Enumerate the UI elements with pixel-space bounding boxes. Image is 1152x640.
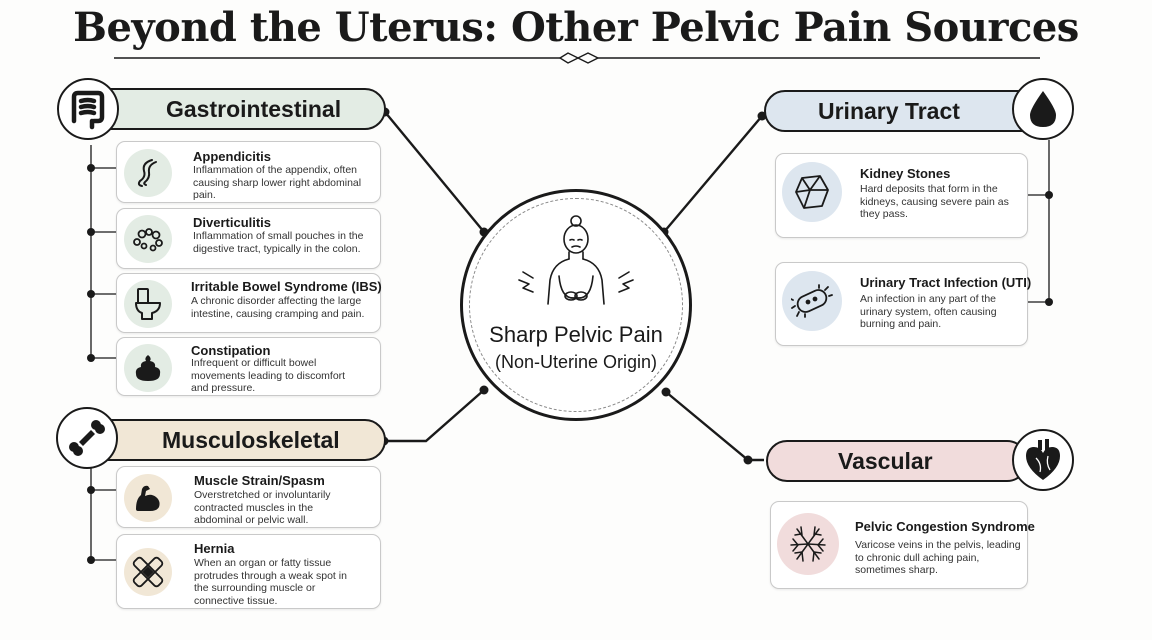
stool-icon-bubble: [124, 344, 172, 392]
colon-pouches-icon: [133, 228, 163, 252]
item-description: Varicose veins in the pelvis, leading to…: [855, 539, 1021, 576]
toilet-icon: [135, 288, 161, 320]
intestine-icon: [71, 90, 105, 130]
gastrointestinal-header: Gastrointestinal: [86, 88, 386, 130]
bandage-icon: [132, 556, 164, 588]
item-title: Constipation: [191, 343, 271, 358]
crystal-icon-bubble: [782, 162, 842, 222]
uti-card: Urinary Tract Infection (UTI) An infecti…: [775, 262, 1032, 346]
item-description: A chronic disorder affecting the large i…: [191, 295, 365, 320]
diverticulitis-card: Diverticulitis Inflammation of small pou…: [116, 208, 381, 269]
item-title: Urinary Tract Infection (UTI): [860, 275, 1032, 290]
bone-icon: [69, 420, 105, 456]
flexed-arm-icon: [136, 485, 160, 511]
kidney-stones-card: Kidney Stones Hard deposits that form in…: [775, 153, 1028, 238]
item-title: Appendicitis: [193, 149, 272, 164]
heart-icon: [1026, 439, 1060, 480]
muscle-strain-card: Muscle Strain/Spasm Overstretched or inv…: [116, 466, 381, 528]
page-title: Beyond the Uterus: Other Pelvic Pain Sou…: [73, 4, 1079, 51]
item-description: Inflammation of the appendix, often caus…: [193, 164, 362, 201]
vascular-icon-bubble: [1012, 429, 1074, 491]
gastrointestinal-icon-bubble: [57, 78, 119, 140]
item-title: Hernia: [194, 541, 235, 556]
crystal-icon: [795, 175, 829, 209]
appendicitis-card: Appendicitis Inflammation of the appendi…: [116, 141, 381, 203]
musculoskeletal-label: Musculoskeletal: [162, 426, 340, 453]
item-description: Infrequent or difficult bowel movements …: [191, 357, 346, 394]
musculoskeletal-header: Musculoskeletal: [86, 419, 386, 461]
colon-pouches-icon-bubble: [124, 215, 172, 263]
bandage-icon-bubble: [124, 548, 172, 596]
item-title: Muscle Strain/Spasm: [194, 473, 325, 488]
center-title: Sharp Pelvic Pain: [489, 322, 663, 347]
item-description: An infection in any part of the urinary …: [860, 293, 997, 330]
woman-pain-icon: [518, 215, 634, 305]
urinary-header: Urinary Tract: [764, 90, 1044, 132]
appendix-icon-bubble: [124, 149, 172, 197]
central-condition-circle: Sharp Pelvic Pain (Non-Uterine Origin): [460, 189, 692, 421]
item-title: Diverticulitis: [193, 215, 272, 230]
toilet-icon-bubble: [124, 280, 172, 328]
item-description: When an organ or fatty tissue protrudes …: [194, 557, 347, 607]
flexed-arm-icon-bubble: [124, 474, 172, 522]
center-subtitle: (Non-Uterine Origin): [494, 352, 658, 372]
musculoskeletal-icon-bubble: [56, 407, 118, 469]
item-description: Hard deposits that form in the kidneys, …: [860, 183, 1009, 220]
hernia-card: Hernia When an organ or fatty tissue pro…: [116, 534, 381, 609]
urinary-icon-bubble: [1012, 78, 1074, 140]
veins-icon: [790, 526, 826, 562]
bacteria-icon-bubble: [782, 271, 842, 331]
item-title: Pelvic Congestion Syndrome: [855, 519, 1035, 534]
vascular-header: Vascular: [766, 440, 1028, 482]
ibs-card: Irritable Bowel Syndrome (IBS) A chronic…: [116, 273, 382, 333]
item-description: Overstretched or involuntarily contracte…: [194, 489, 331, 526]
droplet-icon: [1030, 91, 1056, 127]
gastrointestinal-label: Gastrointestinal: [166, 95, 342, 122]
vascular-label: Vascular: [838, 447, 933, 474]
center-inner-ring: [469, 198, 683, 412]
item-title: Kidney Stones: [860, 166, 951, 181]
pelvic-congestion-card: Pelvic Congestion Syndrome Varicose vein…: [770, 501, 1035, 589]
item-title: Irritable Bowel Syndrome (IBS): [191, 279, 382, 294]
urinary-label: Urinary Tract: [818, 97, 960, 124]
veins-icon-bubble: [777, 513, 839, 575]
stool-icon: [135, 355, 161, 381]
bacteria-icon: [791, 284, 833, 318]
appendix-icon: [137, 159, 157, 187]
item-description: Inflammation of small pouches in the dig…: [193, 230, 364, 255]
constipation-card: Constipation Infrequent or difficult bow…: [116, 337, 381, 396]
